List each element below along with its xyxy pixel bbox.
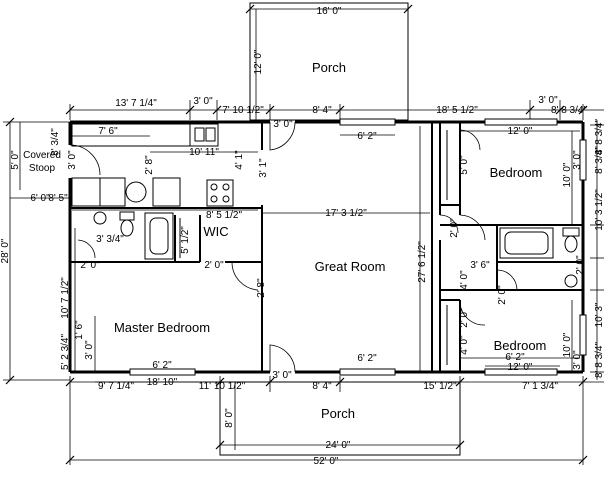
- dim-right-10-3: 10' 3": [594, 302, 605, 327]
- dim-hall-2-0-b: 2' 0": [497, 285, 508, 305]
- dim-master-18-10: 18' 10": [147, 377, 178, 388]
- dim-left-5-0: 5' 0": [10, 150, 21, 170]
- room-bedroom-top: Bedroom: [490, 165, 543, 180]
- windows: [129, 118, 587, 376]
- dim-bed-bottom-12-0: 12' 0": [508, 362, 533, 373]
- dim-master-10-7: 10' 7 1/2": [60, 277, 71, 319]
- dim-bed-bottom-10-0: 10' 0": [562, 332, 573, 357]
- dim-top-right-3-0: 3' 0": [538, 95, 558, 106]
- dim-kitchen-3-1: 3' 1": [258, 158, 269, 178]
- room-covered-stoop-line2: Stoop: [29, 163, 56, 174]
- horizontal-dimension-labels: 16' 0" 13' 7 1/4" 3' 0" 7' 10 1/2" 8' 4"…: [30, 6, 587, 467]
- dim-bottom-15-1: 15' 1/2": [423, 381, 457, 392]
- dim-door-3-0-top: 3' 0": [273, 119, 293, 130]
- dim-kitchen-7-6: 7' 6": [98, 126, 118, 137]
- dim-great-27-6: 27' 6 1/2": [417, 241, 428, 283]
- dim-bed-bottom-3-0: 3' 0": [572, 350, 583, 370]
- dim-bottom-11-10: 11' 10 1/2": [199, 381, 246, 392]
- dim-porch-top-width: 16' 0": [317, 6, 342, 17]
- interior-walls: [70, 122, 583, 372]
- dim-top-8-4: 8' 4": [312, 105, 332, 116]
- dim-bath-2-0: 2' 0": [80, 260, 100, 271]
- room-master-bedroom: Master Bedroom: [114, 320, 210, 335]
- dim-window-6-2-top: 6' 2": [357, 131, 377, 142]
- dim-bottom-9-7: 9' 7 1/4": [98, 381, 134, 392]
- dim-closet-2-0: 2' 0": [459, 308, 470, 328]
- dim-kitchen-3-0: 3' 0": [67, 150, 78, 170]
- dim-bottom-3-0: 3' 0": [272, 370, 292, 381]
- dim-bath-3-3: 3' 3/4": [96, 234, 124, 245]
- dim-kitchen-10-11: 10' 11": [189, 147, 219, 158]
- dim-right-2-0: 2' 0": [575, 255, 586, 275]
- dim-wic-2-8: 2' 8": [256, 278, 267, 298]
- dim-right-8-3: 8' 3/4": [594, 146, 605, 174]
- dim-left-28-0: 28' 0": [0, 238, 11, 263]
- room-wic: WIC: [203, 224, 228, 239]
- door-swings: [69, 121, 518, 373]
- dim-top-3-0: 3' 0": [193, 96, 213, 107]
- dim-bed-bottom-6-2: 6' 2": [505, 352, 525, 363]
- dim-bottom-8-4: 8' 4": [312, 381, 332, 392]
- dim-porch-bottom-24-0: 24' 0": [326, 440, 351, 451]
- dim-window-6-2-bottom: 6' 2": [357, 353, 377, 364]
- room-bedroom-bottom: Bedroom: [494, 338, 547, 353]
- dim-porch-top-depth: 12' 0": [253, 49, 264, 74]
- dim-top-7-10: 7' 10 1/2": [222, 105, 264, 116]
- dim-master-6-2: 6' 2": [152, 360, 172, 371]
- room-covered-stoop-line1: Covered: [23, 150, 61, 161]
- dim-wic-5-1: 5' 1/2": [180, 226, 191, 254]
- dim-closet-4-0b: 4' 0": [459, 335, 470, 355]
- room-labels: Porch Porch Great Room Master Bedroom WI…: [23, 60, 546, 421]
- porch-outlines: [219, 2, 461, 456]
- dim-right-8-8-bottom: 8' 8 3/4": [594, 342, 605, 378]
- dim-hall-2-0: 2' 0": [449, 218, 460, 238]
- dim-bottom-7-1: 7' 1 3/4": [522, 381, 558, 392]
- vertical-dimension-labels: 12' 0" 28' 0" 5' 0" 8' 3/4" 3' 0" 2' 8" …: [0, 49, 605, 428]
- dim-master-5-2: 5' 2 3/4": [60, 334, 71, 370]
- dim-stoop-8-5: 8' 5": [48, 193, 68, 204]
- dim-hall-3-6: 3' 6": [470, 260, 490, 271]
- dim-bed-top-10-0: 10' 0": [562, 162, 573, 187]
- dim-great-17-3: 17' 3 1/2": [325, 208, 367, 219]
- dim-right-8-8: 8' 8 3/4": [551, 105, 587, 116]
- dim-porch-bottom-8-0: 8' 0": [224, 408, 235, 428]
- room-porch-top: Porch: [312, 60, 346, 75]
- dim-bed-top-5-0: 5' 0": [459, 155, 470, 175]
- room-great-room: Great Room: [315, 259, 386, 274]
- dim-right-8-8-top: 8' 8 3/4": [594, 119, 605, 155]
- dim-master-1-6: 1' 6": [74, 320, 85, 340]
- room-porch-bottom: Porch: [321, 406, 355, 421]
- dim-stoop-6-0: 6' 0": [30, 193, 50, 204]
- dim-right-10-3-half: 10' 3 1/2": [594, 189, 605, 231]
- dim-wic-2-0: 2' 0": [204, 260, 224, 271]
- dim-closet-4-0a: 4' 0": [459, 270, 470, 290]
- dim-kitchen-2-8: 2' 8": [144, 155, 155, 175]
- dim-kitchen-4-1: 4' 1": [234, 150, 245, 170]
- dim-bed-top-12-0: 12' 0": [508, 126, 533, 137]
- dim-master-3-0: 3' 0": [84, 340, 95, 360]
- dim-bed-top-3-0: 3' 0": [572, 150, 583, 170]
- dim-top-13-7: 13' 7 1/4": [115, 98, 157, 109]
- dim-left-8-3: 8' 3/4": [50, 128, 61, 156]
- dimension-lines: [3, 3, 604, 465]
- fixtures: [71, 123, 580, 365]
- dim-top-18-5: 18' 5 1/2": [436, 105, 478, 116]
- dim-wic-8-5: 8' 5 1/2": [206, 210, 242, 221]
- dim-overall-52-0: 52' 0": [314, 456, 339, 467]
